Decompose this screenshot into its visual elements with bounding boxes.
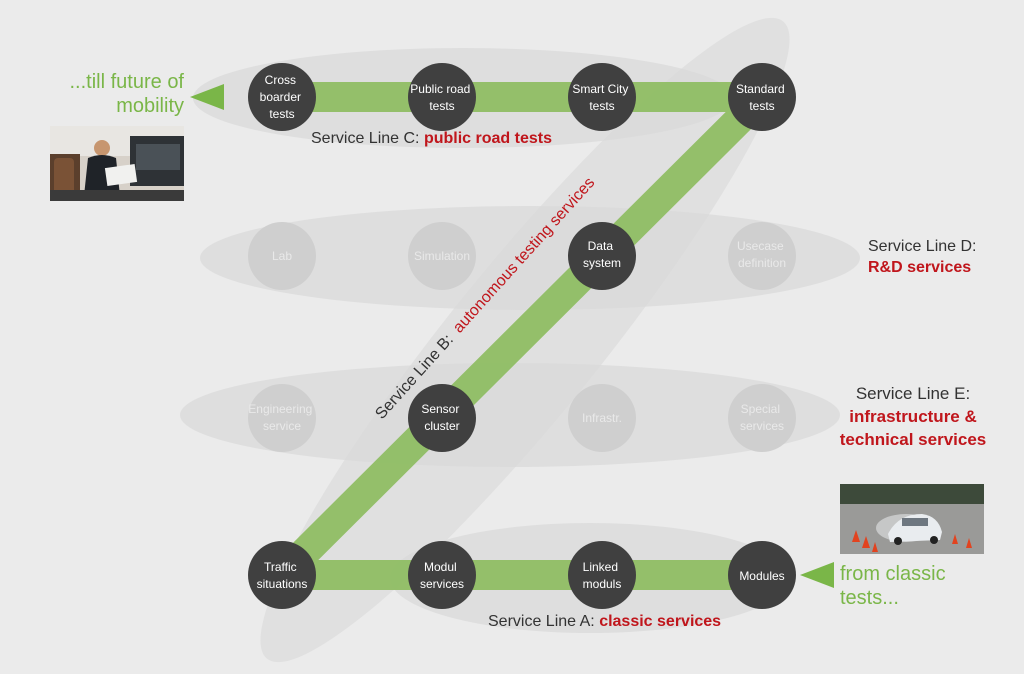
node-infrastr xyxy=(568,384,636,452)
node-modul-services xyxy=(408,541,476,609)
label-lab: Lab xyxy=(272,249,292,263)
service-line-e-highlight-2: technical services xyxy=(839,430,987,449)
classic-callout-line1: from classic xyxy=(840,563,946,585)
dark-nodes xyxy=(248,63,796,609)
label-data-system: Data system xyxy=(583,239,621,270)
future-callout-line1: ...till future of xyxy=(69,71,185,93)
future-callout: ...till future of mobility xyxy=(54,70,185,118)
arrow-left-icon xyxy=(800,562,834,588)
node-smart-city-tests xyxy=(568,63,636,131)
label-smart-city-tests: Smart City tests xyxy=(572,82,631,113)
service-line-a-prefix: Service Line A: xyxy=(488,613,595,630)
node-usecase-definition xyxy=(728,222,796,290)
light-nodes xyxy=(248,222,796,452)
label-traffic-situations: Traffic situations xyxy=(257,560,308,591)
service-line-e-highlight-1: infrastructure & xyxy=(849,407,977,426)
node-lab xyxy=(248,222,316,290)
service-line-d-highlight: R&D services xyxy=(868,259,972,276)
label-infrastr: Infrastr. xyxy=(582,411,622,425)
node-modules xyxy=(728,541,796,609)
node-standard-tests xyxy=(728,63,796,131)
label-modul-services: Modul services xyxy=(420,560,464,591)
node-sensor-cluster xyxy=(408,384,476,452)
service-line-c-prefix: Service Line C: xyxy=(311,130,420,147)
node-public-road-tests xyxy=(408,63,476,131)
service-line-a-label: Service Line A: classic services xyxy=(488,613,721,631)
service-line-d-prefix: Service Line D: xyxy=(868,238,977,255)
node-linked-moduls xyxy=(568,541,636,609)
person-in-car-image xyxy=(50,126,184,201)
future-callout-line2: mobility xyxy=(116,95,184,117)
label-engineering-service: Engineering service xyxy=(248,402,315,433)
label-standard-tests: Standard tests xyxy=(736,82,788,113)
node-data-system xyxy=(568,222,636,290)
service-line-d-label: Service Line D: R&D services xyxy=(868,238,977,277)
car-cone-test-image xyxy=(840,484,984,554)
label-usecase-definition: Usecase definition xyxy=(737,239,787,270)
node-traffic-situations xyxy=(248,541,316,609)
label-public-road-tests: Public road tests xyxy=(410,82,473,113)
label-simulation: Simulation xyxy=(414,249,470,263)
label-linked-moduls: Linked moduls xyxy=(583,560,622,591)
service-line-e-label: Service Line E: infrastructure & technic… xyxy=(838,384,988,450)
node-cross-boarder-tests xyxy=(248,63,316,131)
node-engineering-service xyxy=(248,384,316,452)
label-cross-boarder-tests: Cross boarder tests xyxy=(260,73,305,121)
label-modules: Modules xyxy=(739,569,784,583)
service-line-a-highlight: classic services xyxy=(599,613,722,630)
node-special-services xyxy=(728,384,796,452)
service-line-c-label: Service Line C: public road tests xyxy=(311,130,552,148)
label-special-services: Special services xyxy=(740,402,784,433)
label-sensor-cluster: Sensor cluster xyxy=(421,402,462,433)
classic-callout: from classic tests... xyxy=(840,562,946,610)
service-line-c-highlight: public road tests xyxy=(423,130,552,147)
classic-callout-line2: tests... xyxy=(840,587,899,609)
service-line-e-prefix: Service Line E: xyxy=(855,384,971,403)
z-path xyxy=(271,82,773,590)
arrow-left-icon xyxy=(190,84,224,110)
node-simulation xyxy=(408,222,476,290)
